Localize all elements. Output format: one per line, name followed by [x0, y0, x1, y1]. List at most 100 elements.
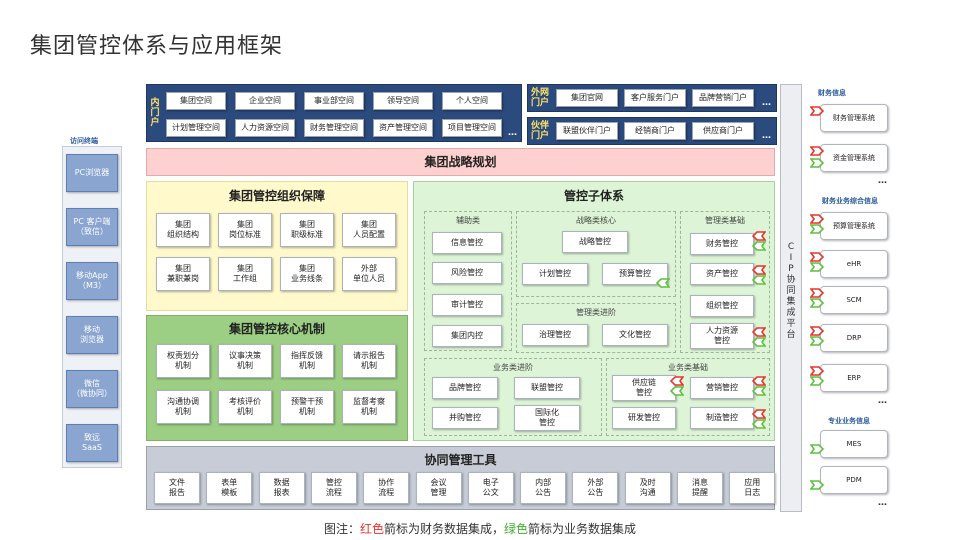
strategy-bar: 集团战略规划 [146, 148, 775, 176]
core-item[interactable]: 权责划分 机制 [156, 344, 210, 378]
collab-tool-item[interactable]: 数据 报表 [258, 472, 305, 504]
collab-tool-item[interactable]: 表单 模板 [206, 472, 253, 504]
inner-portal-item[interactable]: 人力资源空间 [235, 119, 295, 137]
core-item[interactable]: 监督考察 机制 [342, 390, 396, 424]
partner-portal-item[interactable]: 经销商门户 [624, 122, 686, 140]
green-flag-icon [810, 298, 824, 308]
aux-item[interactable]: 审计管控 [432, 294, 502, 316]
aux-item[interactable]: 信息管控 [432, 232, 502, 254]
page-title: 集团管控体系与应用框架 [30, 34, 284, 59]
inner-portal-item[interactable]: 领导空间 [373, 92, 433, 110]
core-item[interactable]: 沟通协调 机制 [156, 390, 210, 424]
inner-portal-item[interactable]: 事业部空间 [304, 92, 364, 110]
org-item[interactable]: 集团 工作组 [218, 257, 272, 291]
biz-base-group [606, 358, 770, 436]
red-flag-icon [752, 409, 766, 419]
core-item[interactable]: 请示报告 机制 [342, 344, 396, 378]
inner-portal-item[interactable]: 资产管理空间 [373, 119, 433, 137]
aux-item[interactable]: 集团内控 [432, 325, 502, 347]
mgmt-base-item[interactable]: 资产管控 [690, 263, 754, 285]
collab-tool-item[interactable]: 外部 公告 [572, 472, 619, 504]
inner-portal-item[interactable]: 项目管理空间 [442, 119, 502, 137]
fin-info-header: 财务信息 [818, 89, 846, 97]
collab-tool-item[interactable]: 消息 提醒 [677, 472, 723, 504]
aux-item[interactable]: 风险管控 [432, 262, 502, 284]
core-item[interactable]: 议事决策 机制 [218, 344, 272, 378]
org-item[interactable]: 外部 单位人员 [342, 257, 396, 291]
fin-biz-header: 财务业务综合信息 [822, 197, 878, 205]
access-terminal-header: 访问终端 [70, 137, 98, 145]
access-terminal-item[interactable]: 致远 SaaS [66, 424, 118, 462]
right-system-item[interactable]: DRP [820, 324, 888, 352]
core-item[interactable]: 指挥反馈 机制 [280, 344, 334, 378]
green-flag-icon [752, 386, 766, 396]
collab-tool-item[interactable]: 电子 公文 [467, 472, 514, 504]
mgmt-base-item[interactable]: 财务管控 [690, 233, 754, 255]
right-system-item[interactable]: 资金管理系统 [820, 144, 888, 172]
access-terminal-item[interactable]: PC浏览器 [66, 154, 118, 192]
biz-adv-item[interactable]: 品牌管控 [432, 377, 498, 399]
org-item[interactable]: 集团 人员配置 [342, 213, 396, 247]
org-item[interactable]: 集团 兼职兼岗 [156, 257, 210, 291]
biz-base-item[interactable]: 供应链 管控 [612, 375, 676, 401]
red-flag-icon [810, 252, 824, 262]
inner-portal-item[interactable]: 计划管理空间 [166, 119, 226, 137]
strategic-item[interactable]: 预算管控 [602, 263, 668, 285]
right-system-item[interactable]: 预算管理系统 [820, 212, 888, 240]
outer-portal-item[interactable]: 客户服务门户 [624, 89, 686, 107]
core-header: 集团管控核心机制 [228, 322, 325, 336]
biz-base-item[interactable]: 制造管控 [690, 407, 754, 429]
org-item[interactable]: 集团 岗位标准 [218, 213, 272, 247]
biz-adv-item[interactable]: 联盟管控 [514, 377, 580, 399]
caption-green: 绿色 [504, 522, 529, 536]
collab-tool-item[interactable]: 会议 管理 [415, 472, 462, 504]
right-system-item[interactable]: MES [820, 430, 888, 458]
core-item[interactable]: 考核评价 机制 [218, 390, 272, 424]
collab-tool-item[interactable]: 协作 流程 [363, 472, 410, 504]
collab-tool-item[interactable]: 管控 流程 [310, 472, 357, 504]
right-system-item[interactable]: 财务管理系统 [820, 104, 888, 132]
access-terminal-item[interactable]: PC 客户端 （致信） [66, 208, 118, 246]
right-system-item[interactable]: PDM [820, 466, 888, 494]
access-terminal-item[interactable]: 移动App （M3） [66, 262, 118, 300]
inner-portal-item[interactable]: 集团空间 [166, 92, 226, 110]
mgmt-adv-item[interactable]: 文化管控 [602, 324, 668, 346]
partner-portal-item[interactable]: 供应商门户 [692, 122, 754, 140]
partner-portal-item[interactable]: 联盟伙伴门户 [556, 122, 618, 140]
biz-base-item[interactable]: 营销管控 [690, 377, 754, 399]
access-terminal-item[interactable]: 微信 （微协同） [66, 370, 118, 408]
collab-header: 协同管理工具 [424, 453, 497, 467]
biz-more: … [878, 396, 887, 406]
aux-group [424, 211, 512, 351]
inner-portal-label: 内 门 户 [150, 98, 160, 128]
collab-tool-item[interactable]: 内部 公告 [520, 472, 567, 504]
strategic-item[interactable]: 计划管控 [522, 263, 588, 285]
red-flag-icon [810, 326, 824, 336]
mgmt-base-item[interactable]: 人力资源 管控 [690, 323, 754, 349]
collab-tool-item[interactable]: 及时 沟通 [624, 472, 671, 504]
biz-adv-item[interactable]: 并购管控 [432, 407, 498, 429]
right-system-item[interactable]: eHR [820, 250, 888, 278]
collab-tool-item[interactable]: 文件 报告 [154, 472, 200, 504]
biz-base-item[interactable]: 研发管控 [612, 407, 676, 429]
right-system-item[interactable]: ERP [820, 364, 888, 392]
green-flag-icon [752, 419, 766, 429]
core-item[interactable]: 预警干预 机制 [280, 390, 334, 424]
org-item[interactable]: 集团 业务线条 [280, 257, 334, 291]
right-system-item[interactable]: SCM [820, 286, 888, 314]
inner-portal-item[interactable]: 企业空间 [235, 92, 295, 110]
mgmt-base-item[interactable]: 组织管控 [690, 295, 754, 317]
access-terminal-item[interactable]: 移动 浏览器 [66, 316, 118, 354]
outer-portal-item[interactable]: 集团官网 [556, 89, 618, 107]
biz-adv-item[interactable]: 国际化 管控 [514, 405, 580, 431]
outer-portal-label: 外网 门户 [530, 88, 549, 108]
inner-portal-item[interactable]: 个人空间 [442, 92, 502, 110]
green-flag-icon [810, 336, 824, 346]
org-item[interactable]: 集团 组织结构 [156, 213, 210, 247]
strategic-item[interactable]: 战略管控 [562, 231, 628, 253]
collab-tool-item[interactable]: 应用 日志 [729, 472, 776, 504]
inner-portal-item[interactable]: 财务管理空间 [304, 119, 364, 137]
org-item[interactable]: 集团 职级标准 [280, 213, 334, 247]
mgmt-adv-item[interactable]: 治理管控 [522, 324, 588, 346]
outer-portal-item[interactable]: 品牌营销门户 [692, 89, 754, 107]
